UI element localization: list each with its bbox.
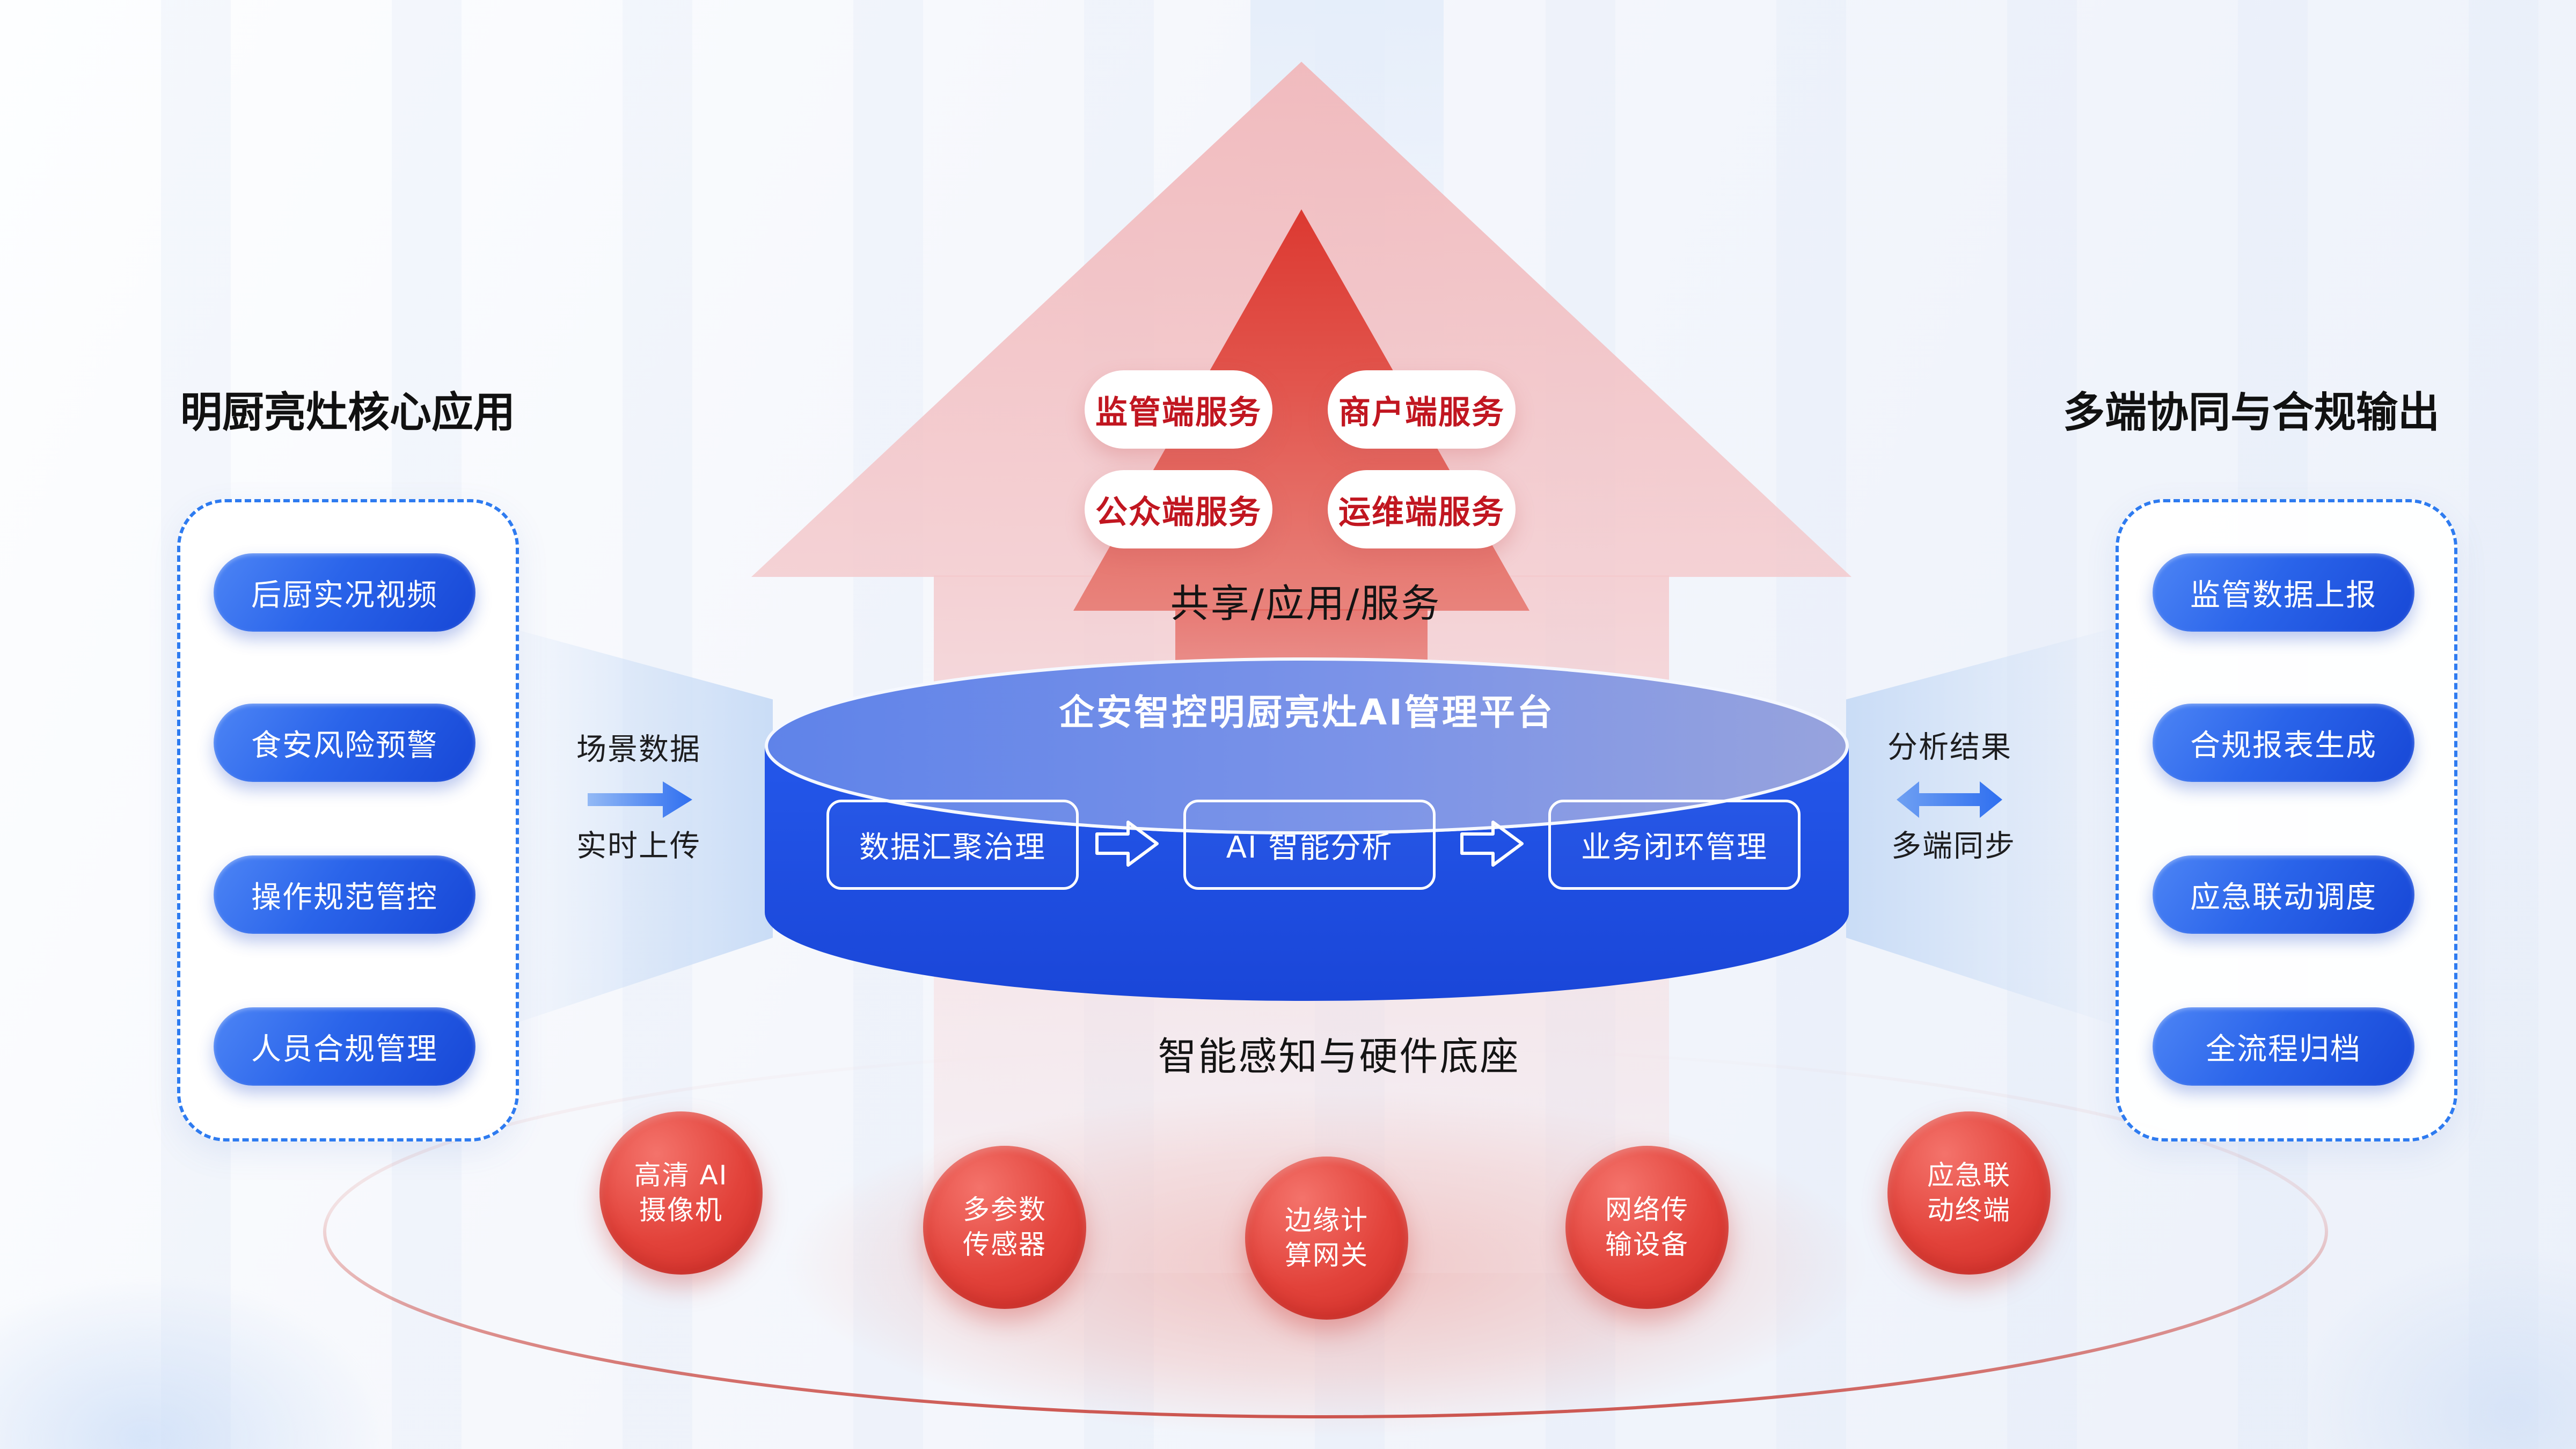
left-pill-kitchen-live-video: 后厨实况视频	[214, 553, 475, 632]
right-pill-emergency-dispatch: 应急联动调度	[2153, 855, 2414, 934]
service-ops: 运维端服务	[1328, 470, 1516, 548]
right-pill-compliance-report: 合规报表生成	[2153, 704, 2414, 782]
left-pill-operation-control: 操作规范管控	[214, 855, 475, 934]
device-network-transmission-line2: 输设备	[1605, 1229, 1689, 1260]
service-merchant: 商户端服务	[1328, 370, 1516, 449]
device-emergency-terminal: 应急联 动终端	[1887, 1111, 2051, 1275]
device-edge-gateway-line1: 边缘计	[1285, 1205, 1368, 1236]
left-flow-bottom-label: 实时上传	[576, 829, 701, 864]
device-edge-gateway: 边缘计 算网关	[1245, 1157, 1408, 1320]
device-multi-sensor-line2: 传感器	[963, 1229, 1046, 1260]
left-panel-title: 明厨亮灶核心应用	[180, 389, 516, 437]
hardware-caption: 智能感知与硬件底座	[1158, 1034, 1520, 1079]
device-ai-camera-line1: 高清 AI	[634, 1160, 728, 1191]
right-pill-regulatory-report: 监管数据上报	[2153, 553, 2414, 632]
device-emergency-terminal-line1: 应急联	[1927, 1160, 2011, 1191]
module-data-governance: 数据汇聚治理	[826, 800, 1079, 890]
device-multi-sensor: 多参数 传感器	[923, 1146, 1086, 1309]
platform-title: 企安智控明厨亮灶AI管理平台	[1059, 692, 1555, 733]
right-pill-full-archive: 全流程归档	[2153, 1007, 2414, 1086]
module-ai-analysis: AI 智能分析	[1183, 800, 1436, 890]
platform-cylinder	[765, 657, 1849, 1001]
right-flow-bottom-label: 多端同步	[1891, 829, 2016, 864]
left-pill-staff-compliance: 人员合规管理	[214, 1007, 475, 1086]
service-regulator: 监管端服务	[1085, 370, 1272, 449]
device-ai-camera: 高清 AI 摄像机	[599, 1111, 763, 1275]
module-arrow-icon-1	[1095, 821, 1159, 867]
device-network-transmission: 网络传 输设备	[1565, 1146, 1729, 1309]
device-network-transmission-line1: 网络传	[1605, 1194, 1689, 1225]
left-pill-food-safety-warning: 食安风险预警	[214, 704, 475, 782]
right-flow-double-arrow-icon	[1897, 781, 2002, 818]
device-emergency-terminal-line2: 动终端	[1927, 1195, 2011, 1226]
device-ai-camera-line2: 摄像机	[639, 1195, 723, 1226]
device-multi-sensor-line1: 多参数	[963, 1194, 1046, 1225]
left-flow-arrow-icon	[588, 781, 692, 818]
right-flow-top-label: 分析结果	[1887, 730, 2012, 765]
right-panel-title: 多端协同与合规输出	[2062, 389, 2440, 437]
service-public: 公众端服务	[1085, 470, 1272, 548]
module-arrow-icon-2	[1460, 821, 1524, 867]
device-edge-gateway-line2: 算网关	[1285, 1240, 1368, 1271]
left-flow-top-label: 场景数据	[576, 732, 701, 767]
services-caption: 共享/应用/服务	[1170, 581, 1441, 626]
module-business-loop: 业务闭环管理	[1548, 800, 1801, 890]
